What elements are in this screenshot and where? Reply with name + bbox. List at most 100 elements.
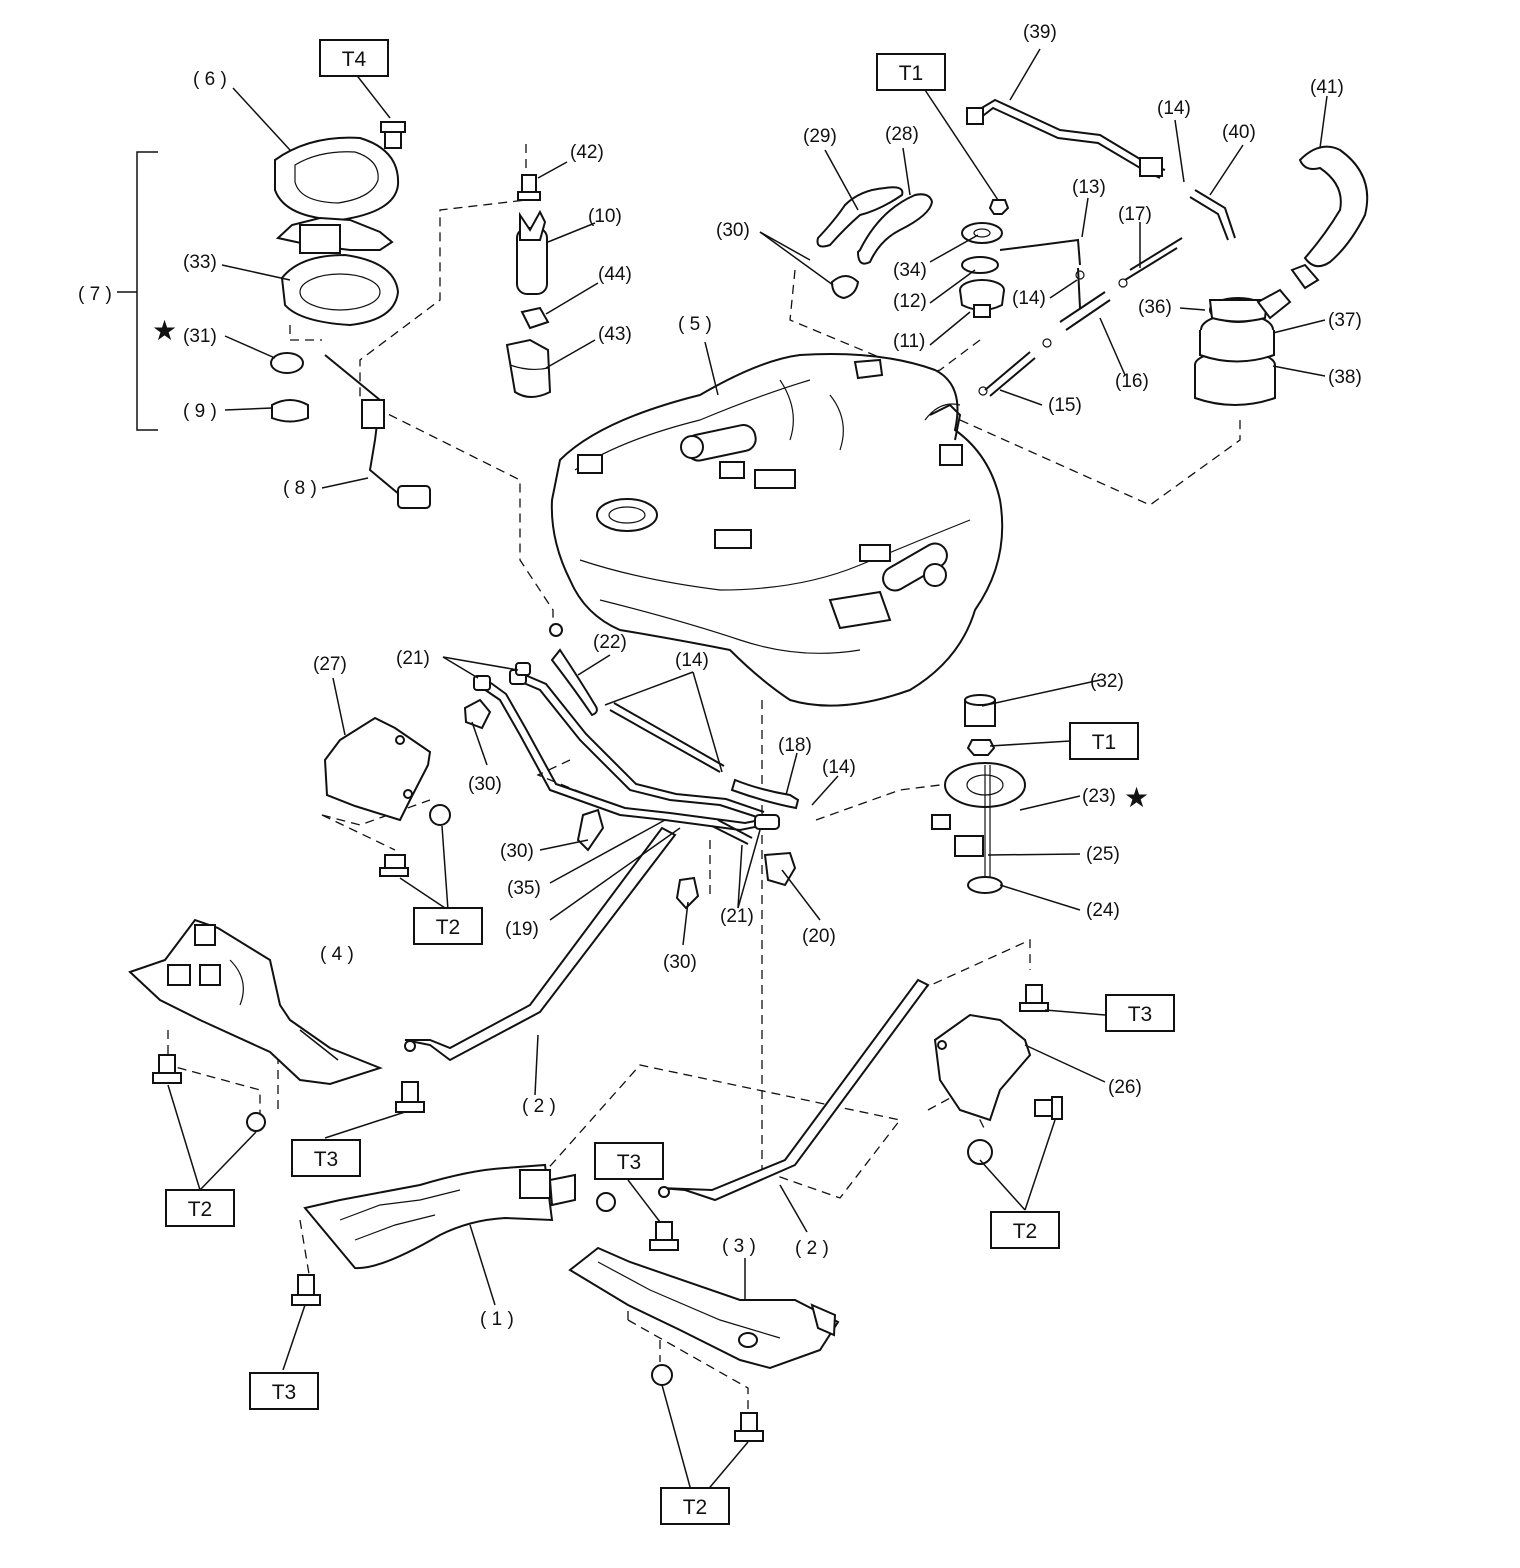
vent-tubes [929,237,1183,441]
callout-44: (44) [598,264,632,285]
callout-17: (17) [1118,204,1152,225]
callout-38: (38) [1328,367,1362,388]
callout-24: (24) [1086,900,1120,921]
star-marker-31: ★ [152,314,177,347]
bolt-42 [517,174,541,201]
callout-12: (12) [893,291,927,312]
callout-6: ( 6 ) [193,69,227,90]
callout-14-top-left: (14) [1012,288,1046,309]
callout-3: ( 3 ) [722,1236,756,1257]
callout-33: (33) [183,252,217,273]
callout-43: (43) [598,324,632,345]
hose-18 [730,778,800,810]
callout-39: (39) [1023,22,1057,43]
fuel-sub-meter-11 [959,279,1005,318]
fuel-tank [550,353,1004,707]
callout-41: (41) [1310,77,1344,98]
torque-box-t1-top: T1 [876,53,946,91]
callout-16: (16) [1115,371,1149,392]
svg-text:T3: T3 [1128,1003,1153,1026]
hose-41 [1298,145,1369,268]
hose-22 [550,648,598,717]
torque-box-t2-right: T2 [990,1211,1060,1249]
callout-18: (18) [778,735,812,756]
svg-text:T4: T4 [342,48,367,71]
callout-19: (19) [505,919,539,940]
callout-21-top: (21) [396,648,430,669]
callout-37: (37) [1328,310,1362,331]
hose-40 [1189,189,1236,241]
callout-5: ( 5 ) [678,314,712,335]
callout-14-right: (14) [822,757,856,778]
callout-25: (25) [1086,844,1120,865]
callout-31: (31) [183,326,217,347]
callout-8: ( 8 ) [283,478,317,499]
clamp-553 [549,623,563,637]
callout-36: (36) [1138,297,1172,318]
bolt-t2-c [379,854,409,877]
pipe-14-middle [609,702,725,773]
cap-32 [964,694,996,727]
torque-box-t3-right: T3 [1105,994,1175,1032]
svg-text:T2: T2 [1013,1220,1038,1243]
callout-27: (27) [313,654,347,675]
bolt-t2-b [734,1412,764,1442]
callout-10: (10) [588,206,622,227]
nut-t1-top [988,199,1010,215]
callout-42: (42) [570,142,604,163]
torque-box-t3-center: T3 [594,1142,664,1180]
callout-4: ( 4 ) [320,944,354,965]
bolt-t3-d [291,1274,321,1306]
callout-1: ( 1 ) [480,1309,514,1330]
float-24 [967,876,1003,894]
svg-text:T3: T3 [272,1381,297,1404]
bolt-t2-d [1034,1096,1063,1120]
callout-30-lower: (30) [663,952,697,973]
callout-14-middle: (14) [675,650,709,671]
callout-32: (32) [1090,671,1124,692]
pump-plate-6 [274,136,400,222]
pipe-39 [966,98,1166,179]
callout-20: (20) [802,926,836,947]
torque-box-t3-bottom-left: T3 [249,1372,319,1410]
pump-holder-43 [505,338,552,398]
protector-27 [323,716,432,822]
callout-28: (28) [885,124,919,145]
clip-44 [520,306,550,330]
torque-box-t2-left: T2 [165,1189,235,1227]
bolt-t2-a [152,1054,182,1084]
torque-box-t4: T4 [319,39,389,77]
bolt-t4 [380,121,406,149]
torque-box-t2-center: T2 [413,907,483,945]
svg-text:T2: T2 [188,1198,213,1221]
hose-29 [816,186,904,248]
callout-21-bottom: (21) [720,906,754,927]
filler-neck-36-37-38 [1194,263,1320,406]
callout-7: ( 7 ) [78,284,112,305]
callout-15: (15) [1048,395,1082,416]
nut-t2-b [429,804,451,826]
assembly-bracket-7 [136,151,158,431]
callout-2-left: ( 2 ) [522,1096,556,1117]
callout-labels: ( 1 ) ( 2 ) ( 2 ) ( 3 ) ( 4 ) ( 5 ) ( 6 … [78,22,1362,1330]
torque-box-t1-lower: T1 [1069,722,1139,760]
callout-22: (22) [593,632,627,653]
svg-text:T3: T3 [617,1151,642,1174]
bolt-t3-a [1019,984,1049,1012]
torque-box-t2-bottom: T2 [660,1487,730,1525]
callout-35: (35) [507,878,541,899]
star-marker-23: ★ [1124,781,1149,814]
nut-t2-c [967,1139,993,1165]
protector-3 [568,1246,840,1370]
svg-text:T2: T2 [683,1496,708,1519]
leader-lines [117,48,1328,1506]
callout-26: (26) [1108,1077,1142,1098]
packing-12 [961,256,999,274]
callout-2-right: ( 2 ) [795,1238,829,1259]
callout-30-left: (30) [468,774,502,795]
fuel-lines [473,662,780,845]
protector-26 [933,1013,1032,1122]
bolt-t3-c [649,1221,679,1251]
bolt-t3-b [395,1081,425,1113]
